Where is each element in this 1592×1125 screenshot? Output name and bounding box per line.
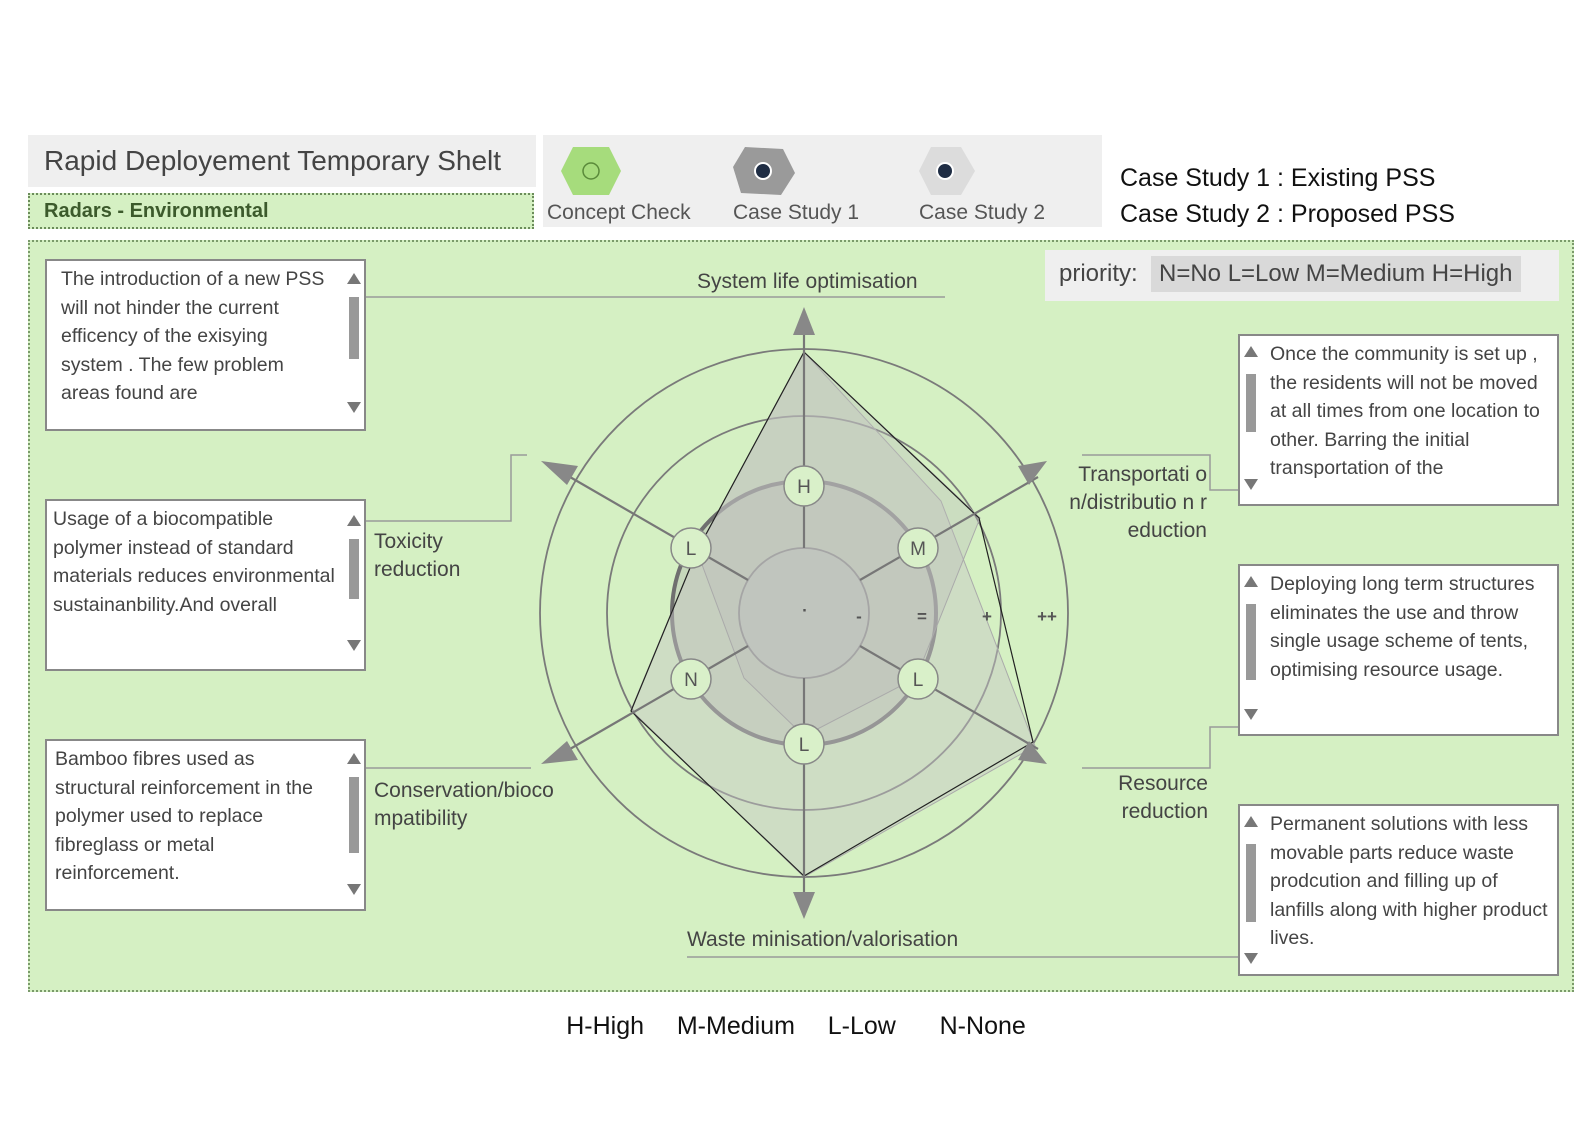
axis-label-transportation: Transportati on/distributio n reduction xyxy=(1069,463,1207,542)
concept-check-icon xyxy=(561,147,621,195)
node-conservation: N xyxy=(670,658,712,700)
scale-label-double-plus: ++ xyxy=(1037,607,1057,626)
leader-line xyxy=(1082,726,1238,769)
scroll-thumb xyxy=(349,539,359,599)
priority-values: N=No L=Low M=Medium H=High xyxy=(1151,256,1521,292)
radar-spoke xyxy=(859,476,1039,581)
note-box-waste[interactable]: Permanent solutions with less movable pa… xyxy=(1238,804,1559,976)
note-scrollbar[interactable] xyxy=(347,753,361,895)
case-study-notes: Case Study 1 : Existing PSS Case Study 2… xyxy=(1120,160,1455,232)
scroll-up-icon xyxy=(1244,346,1258,357)
section-tab-label: Radars - Environmental xyxy=(44,200,269,222)
case-note-1: Case Study 1 : Existing PSS xyxy=(1120,164,1436,192)
radar-spoke xyxy=(569,476,749,581)
scroll-down-icon xyxy=(1244,479,1258,490)
axis-label-waste: Waste minisation/valorisation xyxy=(687,928,959,951)
radar-spoke xyxy=(859,645,1039,750)
radar-spoke xyxy=(569,645,749,750)
scroll-up-icon xyxy=(347,515,361,526)
arrow-down-icon xyxy=(793,892,815,919)
note-scrollbar[interactable] xyxy=(347,515,361,651)
note-box-resource[interactable]: Deploying long term structures eliminate… xyxy=(1238,564,1559,736)
arrow-head-icon xyxy=(541,741,578,764)
title-box: Rapid Deployement Temporary Shelt xyxy=(28,135,536,187)
axis-label-toxicity: Toxicity reduction xyxy=(374,530,461,581)
node-waste: L xyxy=(783,723,825,765)
note-scrollbar[interactable] xyxy=(347,273,361,413)
legend-item-concept-check[interactable]: Concept Check xyxy=(547,135,717,227)
page-title: Rapid Deployement Temporary Shelt xyxy=(44,145,502,176)
scroll-thumb xyxy=(1246,604,1256,680)
note-text: Permanent solutions with less movable pa… xyxy=(1270,813,1548,949)
scroll-up-icon xyxy=(1244,576,1258,587)
arrow-head-icon xyxy=(541,461,578,485)
scroll-thumb xyxy=(1246,844,1256,922)
case-note-2: Case Study 2 : Proposed PSS xyxy=(1120,200,1455,228)
note-text: Bamboo fibres used as structural reinfor… xyxy=(55,748,313,884)
scroll-down-icon xyxy=(347,640,361,651)
section-tab[interactable]: Radars - Environmental xyxy=(28,193,534,229)
arrow-head-icon xyxy=(1018,461,1047,485)
scroll-down-icon xyxy=(1244,953,1258,964)
scroll-down-icon xyxy=(1244,709,1258,720)
note-text: The introduction of a new PSS will not h… xyxy=(61,268,325,404)
scroll-up-icon xyxy=(1244,816,1258,827)
note-text: Usage of a biocompatible polymer instead… xyxy=(53,508,335,616)
legend: Concept Check Case Study 1 Case Study 2 xyxy=(543,135,1102,227)
node-label: L xyxy=(799,735,810,756)
note-box-system-life[interactable]: The introduction of a new PSS will not h… xyxy=(45,259,366,431)
legend-item-case-study-2[interactable]: Case Study 2 xyxy=(919,135,1089,227)
scale-label-plus: + xyxy=(982,607,992,626)
axis-label-system-life: System life optimisation xyxy=(697,270,918,293)
scroll-down-icon xyxy=(347,402,361,413)
scale-label-minus: - xyxy=(856,607,862,626)
axis-label-resource: Resource reduction xyxy=(1118,772,1208,823)
priority-key: H-High M-Medium L-Low N-None xyxy=(566,1012,1026,1040)
note-scrollbar[interactable] xyxy=(1244,816,1258,964)
node-label: L xyxy=(686,539,697,560)
node-system-life: H xyxy=(783,465,825,507)
note-text: Deploying long term structures eliminate… xyxy=(1270,573,1535,681)
note-scrollbar[interactable] xyxy=(1244,576,1258,720)
priority-label: priority: xyxy=(1059,260,1138,287)
case-study-1-icon xyxy=(733,147,795,195)
scroll-thumb xyxy=(349,297,359,359)
scroll-down-icon xyxy=(347,884,361,895)
node-label: H xyxy=(797,477,811,498)
legend-label: Case Study 1 xyxy=(733,201,860,224)
note-text: Once the community is set up , the resid… xyxy=(1270,343,1540,479)
scroll-thumb xyxy=(1246,374,1256,432)
leader-line xyxy=(366,454,527,522)
note-box-transportation[interactable]: Once the community is set up , the resid… xyxy=(1238,334,1559,506)
node-label: M xyxy=(910,539,926,560)
node-label: N xyxy=(684,670,698,691)
arrow-head-icon xyxy=(1018,741,1047,764)
legend-item-case-study-1[interactable]: Case Study 1 xyxy=(733,135,903,227)
legend-label: Concept Check xyxy=(547,201,691,224)
scale-label-equal: = xyxy=(917,607,927,626)
node-transportation: M xyxy=(897,527,939,569)
priority-legend: priority: N=No L=Low M=Medium H=High xyxy=(1045,250,1559,301)
note-box-conservation[interactable]: Bamboo fibres used as structural reinfor… xyxy=(45,739,366,911)
legend-label: Case Study 2 xyxy=(919,201,1046,224)
leader-line xyxy=(1082,454,1238,491)
note-scrollbar[interactable] xyxy=(1244,346,1258,490)
note-box-toxicity[interactable]: Usage of a biocompatible polymer instead… xyxy=(45,499,366,671)
case-study-2-icon xyxy=(919,147,975,195)
scroll-thumb xyxy=(349,777,359,853)
node-toxicity: L xyxy=(670,527,712,569)
center-mark: · xyxy=(802,601,808,620)
node-resource: L xyxy=(897,658,939,700)
scroll-up-icon xyxy=(347,753,361,764)
scroll-up-icon xyxy=(347,273,361,284)
arrow-up-icon xyxy=(793,307,815,335)
axis-label-conservation: Conservation/bioco mpatibility xyxy=(374,779,554,830)
node-label: L xyxy=(913,670,924,691)
